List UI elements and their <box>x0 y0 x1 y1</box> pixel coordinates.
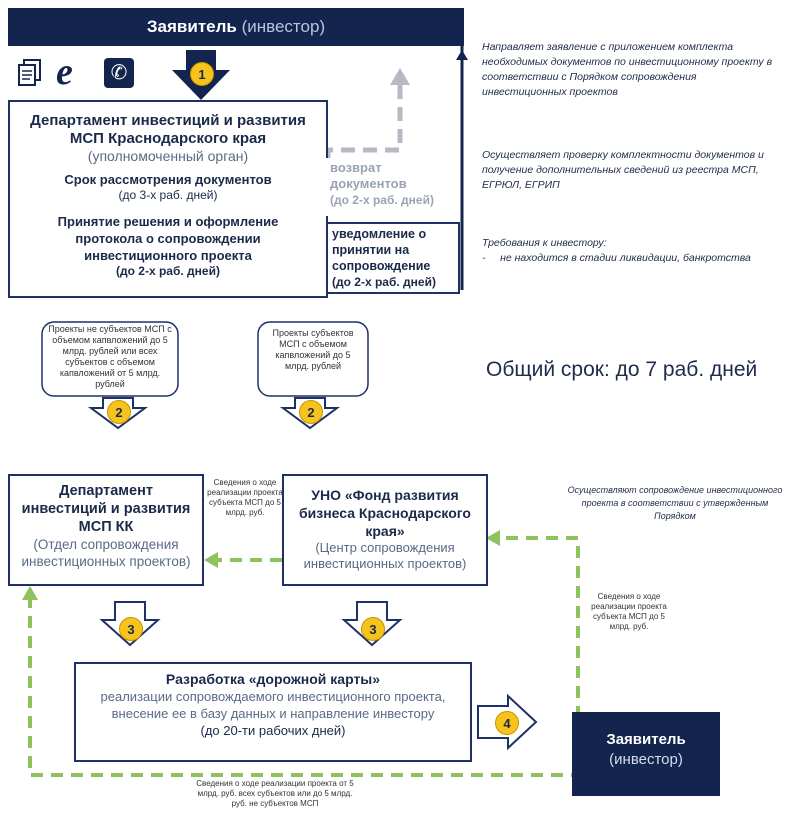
total-term: Общий срок: до 7 раб. дней <box>486 358 758 381</box>
department-kk-box: Департамент инвестиций и развития МСП КК… <box>8 474 204 586</box>
info-flow-right-arrowhead <box>486 530 500 546</box>
step-2-left-badge: 2 <box>107 400 131 424</box>
decision-term: (до 2-х раб. дней) <box>116 264 220 278</box>
department-main-box: Департамент инвестиций и развития МСП Кр… <box>8 100 328 298</box>
step-3-left-badge: 3 <box>119 617 143 641</box>
note-requirements-title: Требования к инвестору: <box>482 237 607 249</box>
roadmap-term: (до 20-ти рабочих дней) <box>200 723 346 738</box>
notification-box: уведомление о принятии на сопровождение … <box>326 222 460 294</box>
info-right-text: Сведения о ходе реализации проекта субъе… <box>591 592 667 631</box>
projects-right-outline <box>257 321 369 397</box>
review-label: Срок рассмотрения документов <box>64 172 272 187</box>
uno-fund-title: УНО «Фонд развития бизнеса Краснодарског… <box>299 487 471 539</box>
roadmap-box: Разработка «дорожной карты» реализации с… <box>74 662 472 762</box>
info-flow-bottom-arrowhead <box>22 586 38 600</box>
return-documents-box: возврат документов (до 2-х раб. дней) <box>326 158 456 216</box>
department-kk-title: Департамент инвестиций и развития МСП КК <box>21 483 191 535</box>
applicant-top-title: Заявитель <box>146 17 237 36</box>
note-application: Направляет заявление с приложением компл… <box>482 41 773 98</box>
roadmap-body: реализации сопровождаемого инвестиционно… <box>100 689 446 721</box>
projects-left-text: Проекты не субъектов МСП с объемом капвл… <box>48 324 172 389</box>
uno-fund-box: УНО «Фонд развития бизнеса Краснодарског… <box>282 474 488 586</box>
return-label: возврат документов <box>330 160 407 191</box>
projects-left-outline <box>41 321 179 397</box>
ie-browser-icon: e <box>56 51 73 93</box>
info-flow-middle-arrowhead <box>204 552 218 568</box>
return-arrowhead <box>390 68 410 85</box>
info-middle-text: Сведения о ходе реализации проекта субъе… <box>207 478 283 517</box>
note-requirements-text: не находится в стадии ликвидации, банкро… <box>500 252 751 264</box>
roadmap-title: Разработка «дорожной карты» <box>165 671 381 687</box>
applicant-bottom-title: Заявитель <box>606 731 686 748</box>
uno-fund-subtitle: (Центр сопровождения инвестиционных прое… <box>303 540 467 571</box>
step-4-badge: 4 <box>495 711 519 735</box>
applicant-bottom-box: Заявитель (инвестор) <box>572 712 720 796</box>
projects-right-text: Проекты субъектов МСП с объемом капвложе… <box>272 328 354 371</box>
step-3-right-badge: 3 <box>361 617 385 641</box>
notification-term: (до 2-х раб. дней) <box>332 275 436 289</box>
department-kk-subtitle: (Отдел сопровождения инвестиционных прое… <box>21 537 191 569</box>
info-bottom-text: Сведения о ходе реализации проекта от 5 … <box>196 779 354 808</box>
return-term: (до 2-х раб. дней) <box>330 193 434 207</box>
return-documents-dashed-line <box>325 85 403 160</box>
bullet-dash: - <box>482 252 501 264</box>
decision-label: Принятие решения и оформление протокола … <box>57 214 279 263</box>
applicant-top-bar: Заявитель (инвестор) <box>8 8 464 46</box>
note-support: Осуществляют сопровождение инвестиционно… <box>567 485 783 521</box>
department-title: Департамент инвестиций и развития МСП Кр… <box>30 112 306 147</box>
phone-icon: ✆ <box>104 58 134 88</box>
applicant-top-subtitle: (инвестор) <box>241 17 326 36</box>
notification-arrowhead <box>456 50 468 60</box>
step-2-right-badge: 2 <box>299 400 323 424</box>
note-check: Осуществляет проверку комплектности доку… <box>482 149 764 191</box>
step-1-badge: 1 <box>190 62 214 86</box>
applicant-bottom-subtitle: (инвестор) <box>609 751 683 768</box>
department-subtitle: (уполномоченный орган) <box>87 148 249 164</box>
review-term: (до 3-х раб. дней) <box>118 188 218 202</box>
info-flow-right-dashed-line <box>500 536 580 718</box>
notification-label: уведомление о принятии на сопровождение <box>332 227 431 273</box>
note-requirements-item: - не находится в стадии ликвидации, банк… <box>482 251 807 266</box>
document-icon <box>16 58 44 88</box>
